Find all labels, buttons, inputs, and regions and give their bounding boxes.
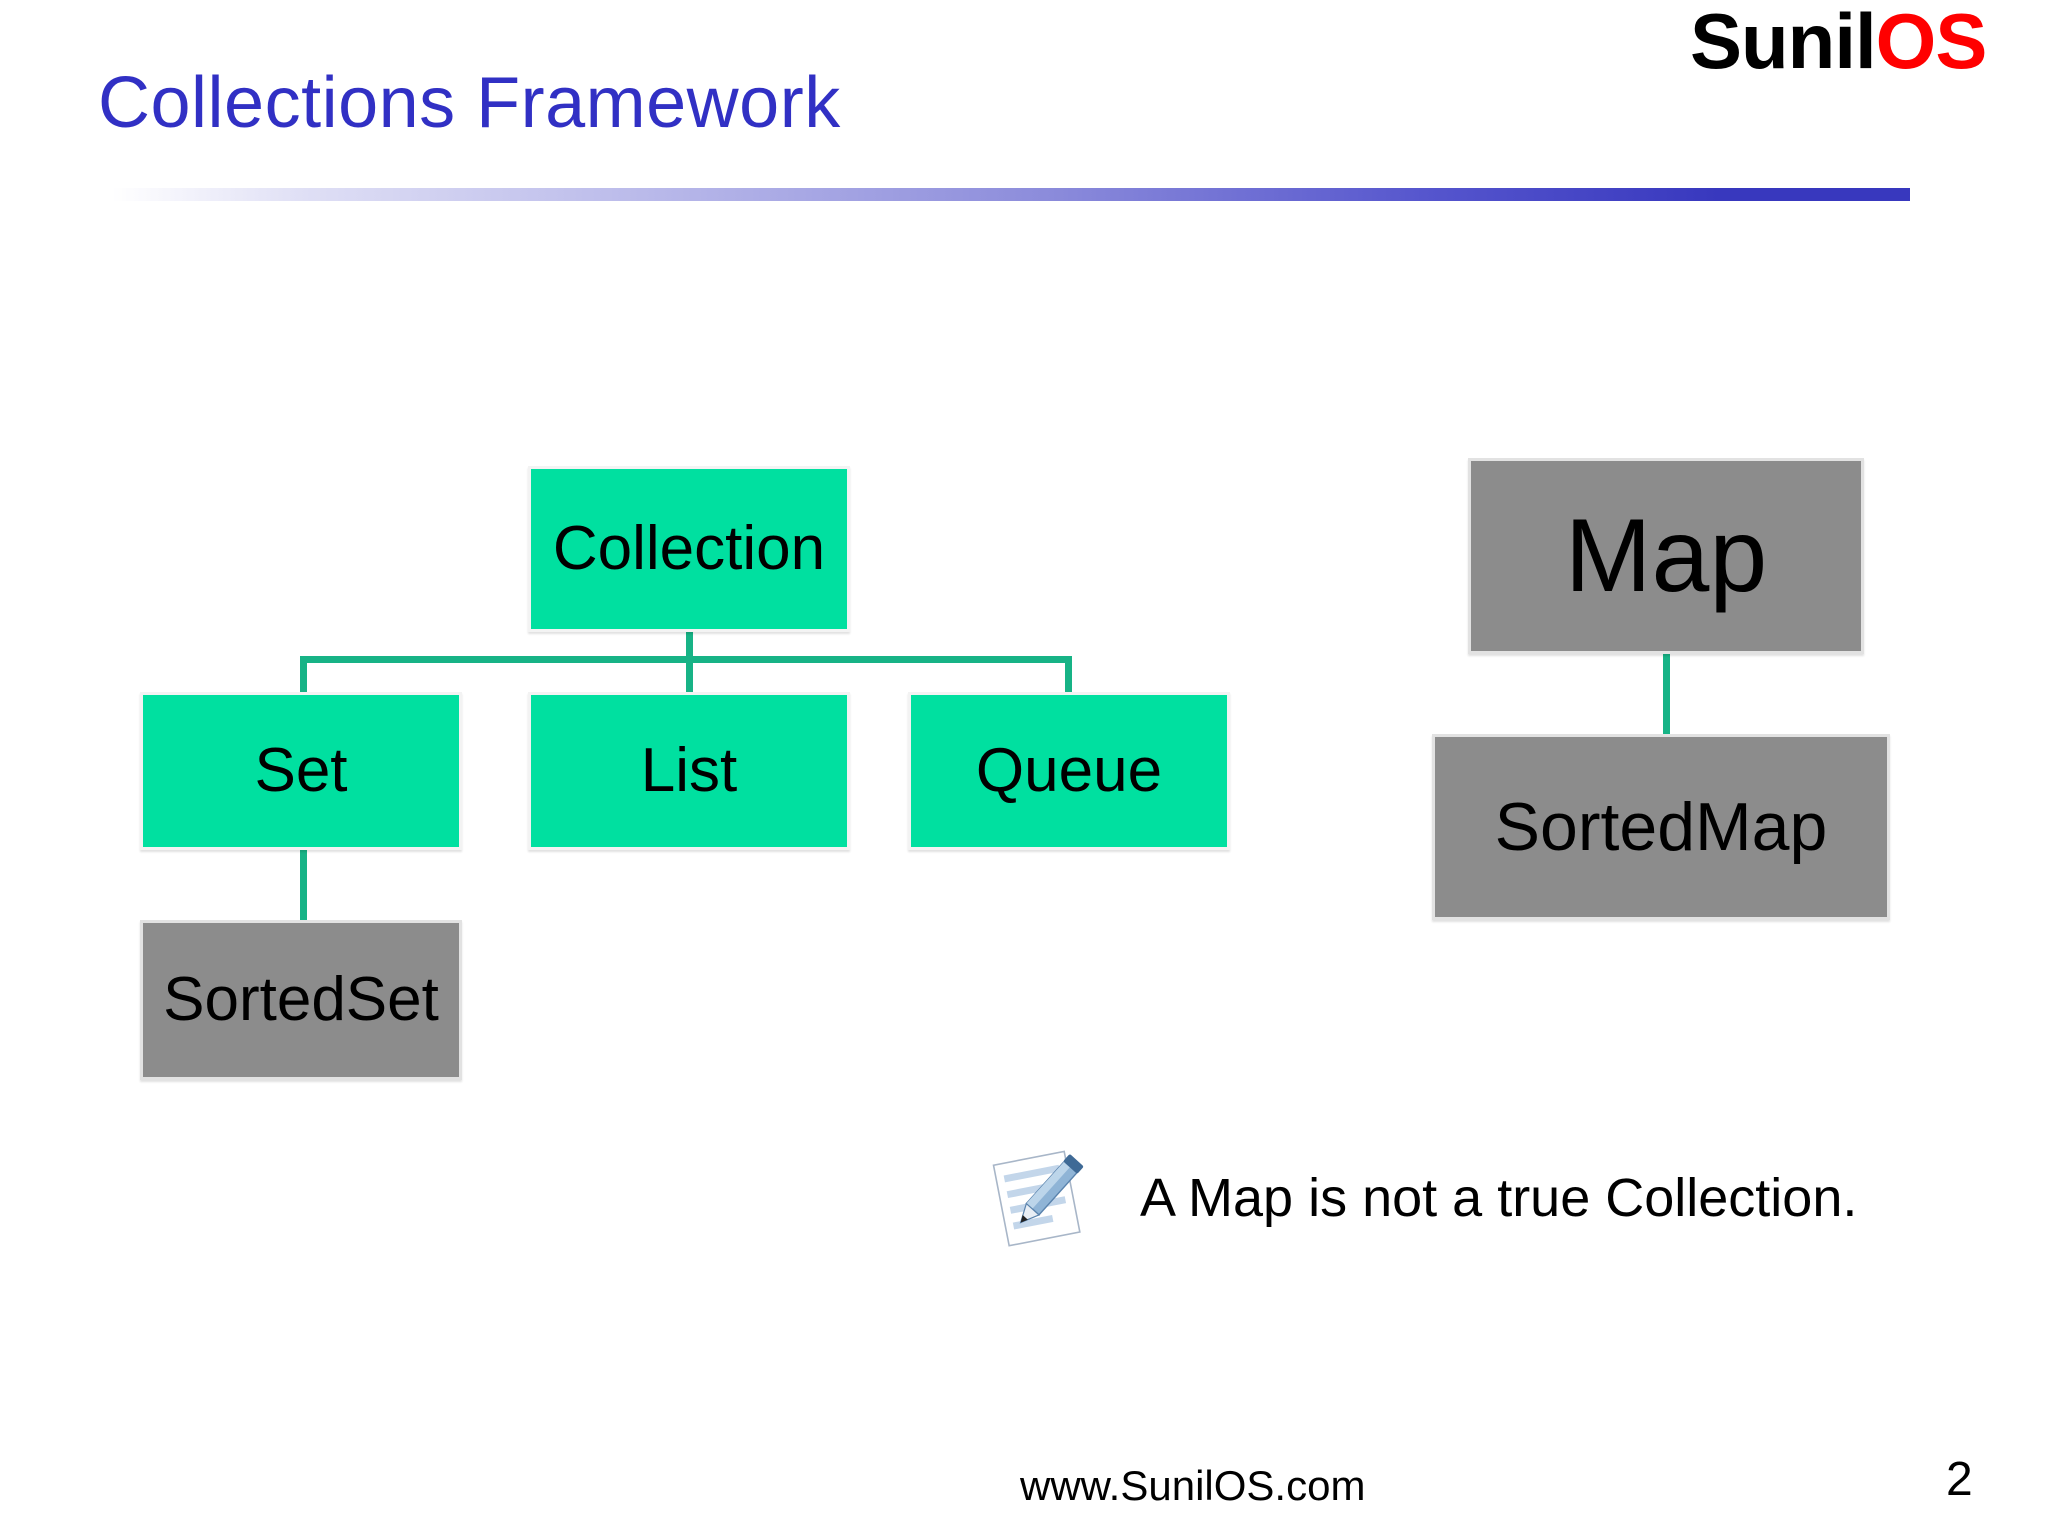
page-title: Collections Framework — [98, 63, 841, 143]
note-text: A Map is not a true Collection. — [1140, 1168, 1858, 1228]
node-sortedmap[interactable]: SortedMap — [1432, 734, 1890, 920]
logo-text-sunil: Sunil — [1690, 0, 1877, 85]
title-divider-gradient — [112, 188, 1720, 201]
page-number: 2 — [1946, 1453, 1973, 1506]
node-sortedset[interactable]: SortedSet — [140, 920, 462, 1080]
node-collection[interactable]: Collection — [528, 466, 850, 632]
connector-set-to-sortedset — [300, 850, 307, 922]
node-queue[interactable]: Queue — [908, 692, 1230, 850]
node-list[interactable]: List — [528, 692, 850, 850]
node-map[interactable]: Map — [1468, 458, 1864, 654]
title-divider-solid — [1718, 188, 1910, 201]
note-callout: A Map is not a true Collection. — [985, 1145, 1885, 1265]
connector-map-to-sortedmap — [1663, 654, 1670, 736]
logo-text-os: OS — [1875, 0, 1988, 85]
connector-collection-to-list — [686, 656, 693, 694]
footer-url[interactable]: www.SunilOS.com — [1020, 1462, 1366, 1509]
note-pencil-icon — [985, 1145, 1095, 1255]
connector-collection-to-set — [300, 656, 307, 694]
connector-collection-to-queue — [1065, 656, 1072, 694]
sunilos-logo: SunilOS — [1690, 2, 1987, 80]
node-set[interactable]: Set — [140, 692, 462, 850]
